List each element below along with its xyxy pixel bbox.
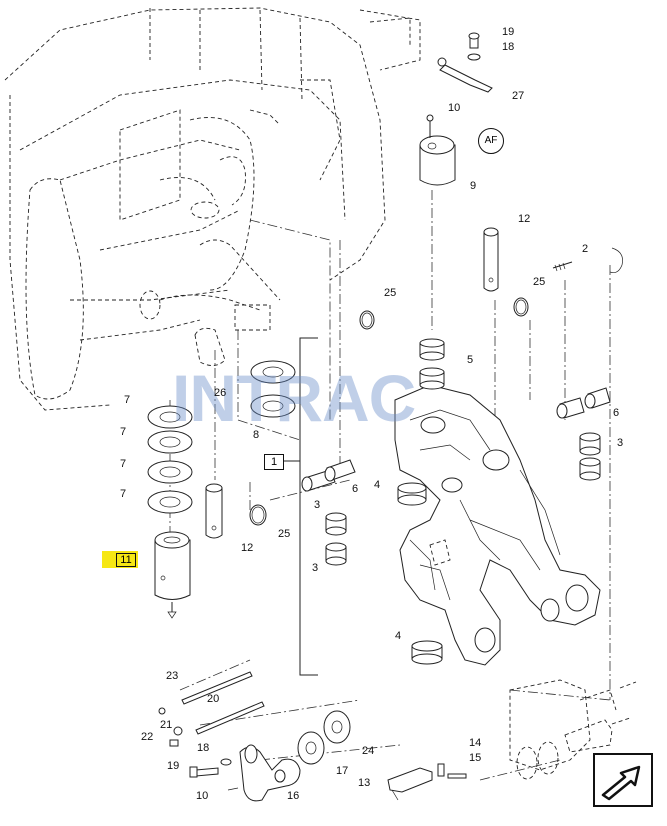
bushing-4-upper bbox=[397, 482, 427, 506]
callout-23[interactable]: 23 bbox=[166, 670, 179, 682]
arrow-right-icon bbox=[601, 765, 641, 801]
callout-3[interactable]: 3 bbox=[314, 499, 321, 511]
bushing-5-upper bbox=[419, 338, 445, 361]
pin-11 bbox=[154, 531, 191, 619]
highlight-marker bbox=[102, 551, 138, 568]
bushings bbox=[301, 338, 611, 665]
callout-7[interactable]: 7 bbox=[124, 394, 131, 406]
callout-4[interactable]: 4 bbox=[395, 630, 402, 642]
lever-16 bbox=[239, 744, 301, 802]
group-bracket bbox=[282, 337, 318, 676]
callout-5[interactable]: 5 bbox=[467, 354, 474, 366]
callout-22[interactable]: 22 bbox=[141, 731, 154, 743]
callout-12[interactable]: 12 bbox=[241, 542, 254, 554]
callout-24[interactable]: 24 bbox=[362, 745, 375, 757]
washers-17-24 bbox=[297, 710, 351, 765]
callout-20[interactable]: 20 bbox=[207, 693, 220, 705]
seals bbox=[249, 247, 623, 526]
rods-23-20 bbox=[158, 671, 265, 735]
callout-10[interactable]: 10 bbox=[196, 790, 209, 802]
detail-circle-af[interactable]: AF bbox=[478, 128, 504, 154]
bolt-2 bbox=[552, 261, 573, 272]
pin-12-right bbox=[483, 227, 499, 292]
callout-18[interactable]: 18 bbox=[502, 41, 515, 53]
bolt-19-18-10-lower bbox=[189, 758, 239, 791]
callout-16[interactable]: 16 bbox=[287, 790, 300, 802]
bushing-3-left-upper bbox=[325, 512, 347, 536]
washers-26-8 bbox=[250, 360, 296, 418]
callout-11-highlighted[interactable]: 11 bbox=[116, 553, 136, 567]
callout-19[interactable]: 19 bbox=[167, 760, 180, 772]
pin-12-left bbox=[205, 483, 223, 539]
callout-7[interactable]: 7 bbox=[120, 488, 127, 500]
callout-4[interactable]: 4 bbox=[374, 479, 381, 491]
bracket-13 bbox=[387, 763, 467, 801]
linkage-subassembly bbox=[509, 679, 637, 780]
callout-7[interactable]: 7 bbox=[120, 426, 127, 438]
callout-21[interactable]: 21 bbox=[160, 719, 173, 731]
callout-14[interactable]: 14 bbox=[469, 737, 482, 749]
callout-15[interactable]: 15 bbox=[469, 752, 482, 764]
callout-6[interactable]: 6 bbox=[352, 483, 359, 495]
support-bracket-casting bbox=[394, 384, 601, 666]
pin-9-assembly bbox=[419, 32, 493, 186]
callout-6[interactable]: 6 bbox=[613, 407, 620, 419]
callout-3[interactable]: 3 bbox=[617, 437, 624, 449]
callout-25[interactable]: 25 bbox=[278, 528, 291, 540]
callout-3[interactable]: 3 bbox=[312, 562, 319, 574]
callout-27[interactable]: 27 bbox=[512, 90, 525, 102]
callout-25[interactable]: 25 bbox=[384, 287, 397, 299]
callout-7[interactable]: 7 bbox=[120, 458, 127, 470]
callout-17[interactable]: 17 bbox=[336, 765, 349, 777]
callout-12[interactable]: 12 bbox=[518, 213, 531, 225]
callout-26[interactable]: 26 bbox=[214, 387, 227, 399]
watermark: INTRAC bbox=[172, 361, 416, 435]
tractor-frame bbox=[4, 7, 421, 411]
hardware-21-22 bbox=[169, 726, 183, 747]
bushing-6-right bbox=[556, 387, 611, 419]
callout-10[interactable]: 10 bbox=[448, 102, 461, 114]
callout-2[interactable]: 2 bbox=[582, 243, 589, 255]
next-page-button[interactable] bbox=[593, 753, 653, 807]
callout-19[interactable]: 19 bbox=[502, 26, 515, 38]
bushing-3-right-lower bbox=[579, 457, 601, 481]
callout-18[interactable]: 18 bbox=[197, 742, 210, 754]
callout-13[interactable]: 13 bbox=[358, 777, 371, 789]
bushing-6-left bbox=[301, 459, 356, 492]
bushing-5-lower bbox=[419, 367, 445, 390]
callout-9[interactable]: 9 bbox=[470, 180, 477, 192]
bushing-4-lower bbox=[411, 640, 443, 665]
callout-25[interactable]: 25 bbox=[533, 276, 546, 288]
bushing-3-right-upper bbox=[579, 432, 601, 456]
shim-washers-7 bbox=[147, 405, 193, 514]
callout-8[interactable]: 8 bbox=[253, 429, 260, 441]
callout-group-1[interactable]: 1 bbox=[264, 454, 284, 470]
bushing-3-left-lower bbox=[325, 542, 347, 566]
